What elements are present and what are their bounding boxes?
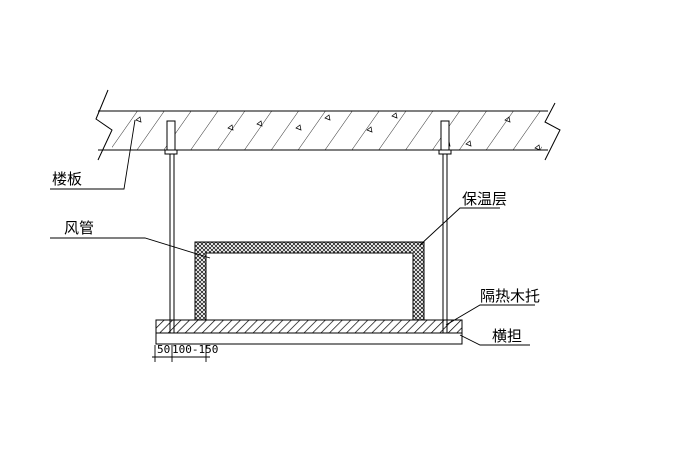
label-air-duct: 风管	[64, 219, 95, 237]
label-crossbar: 横担	[492, 327, 523, 345]
crossbar	[155, 332, 463, 345]
hanger-rod-right	[438, 120, 452, 343]
dimension-edge: 50	[157, 343, 171, 356]
duct-insulation	[194, 241, 425, 321]
dimension-gap: 100-150	[172, 343, 219, 356]
wood-support	[155, 319, 463, 334]
dimension-lines	[152, 345, 210, 362]
label-wood-support: 隔热木托	[480, 287, 541, 305]
label-floor-slab: 楼板	[52, 170, 83, 188]
hanger-rod-left	[164, 120, 178, 343]
leader-lines	[50, 119, 535, 346]
floor-slab	[95, 89, 561, 161]
label-insulation: 保温层	[462, 190, 508, 208]
